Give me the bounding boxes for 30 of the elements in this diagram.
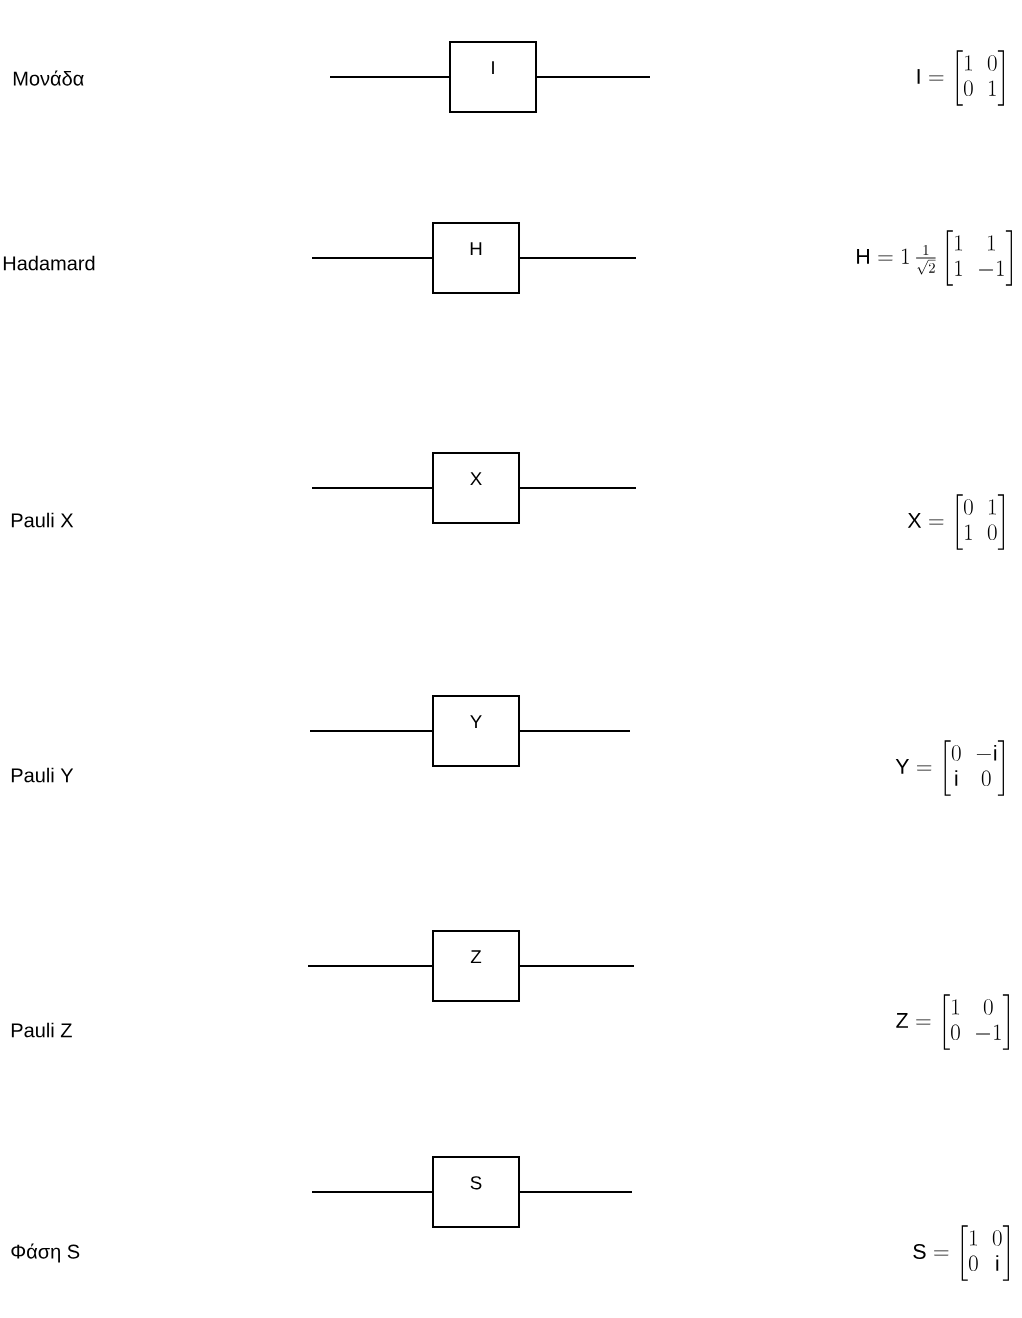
gate-box: Z	[432, 930, 520, 1002]
gate-name: Pauli Z	[11, 1022, 72, 1038]
wire	[329, 76, 450, 78]
gate-name: Hadamard	[3, 255, 95, 271]
matrix-formula: $\mathrm{I} = \begin{bmatrix}1 & 0\\ 0 & 1\end{bmatrix}$	[917, 50, 1004, 106]
wire	[519, 487, 637, 489]
gate-box: Y	[432, 695, 520, 767]
gate-box: S	[432, 1156, 520, 1228]
wire	[311, 487, 433, 489]
matrix-formula: $\mathrm{Z} = \begin{bmatrix}1 & 0\\ 0 & -1\end{bmatrix}$	[896, 994, 1009, 1050]
wire	[519, 257, 637, 259]
wire	[536, 76, 651, 78]
matrix-formula: $\mathrm{S} = \begin{bmatrix}1 & 0\\ 0 & \mathrm{i}\end{bmatrix}$	[913, 1225, 1009, 1281]
wire	[519, 1191, 633, 1193]
wire	[311, 257, 433, 259]
wire	[519, 965, 635, 967]
gate-name: Μονάδα	[13, 70, 84, 86]
wire	[311, 1191, 433, 1193]
wire	[309, 730, 433, 732]
gate-name: Pauli X	[11, 512, 74, 528]
wire	[307, 965, 433, 967]
wire	[519, 730, 631, 732]
gate-box: I	[449, 41, 537, 113]
gate-box: X	[432, 452, 520, 524]
gate-box: H	[432, 222, 520, 294]
gate-name: Pauli Y	[11, 767, 74, 783]
gate-name: Φάση S	[11, 1243, 80, 1263]
matrix-formula: $\mathrm{Y} = \begin{bmatrix}0 & -\mathrm{i}\\ \mathrm{i} & 0\end{bmatrix}$	[895, 740, 1004, 796]
matrix-formula: $\mathrm{H} = 1\,\frac{1}{\sqrt{2}}\begin{bmatrix}1 & 1\\ 1 & -1\end{bmatrix}$	[857, 230, 1012, 286]
matrix-formula: $\mathrm{X} = \begin{bmatrix}0 & 1\\ 1 & 0\end{bmatrix}$	[907, 494, 1004, 550]
